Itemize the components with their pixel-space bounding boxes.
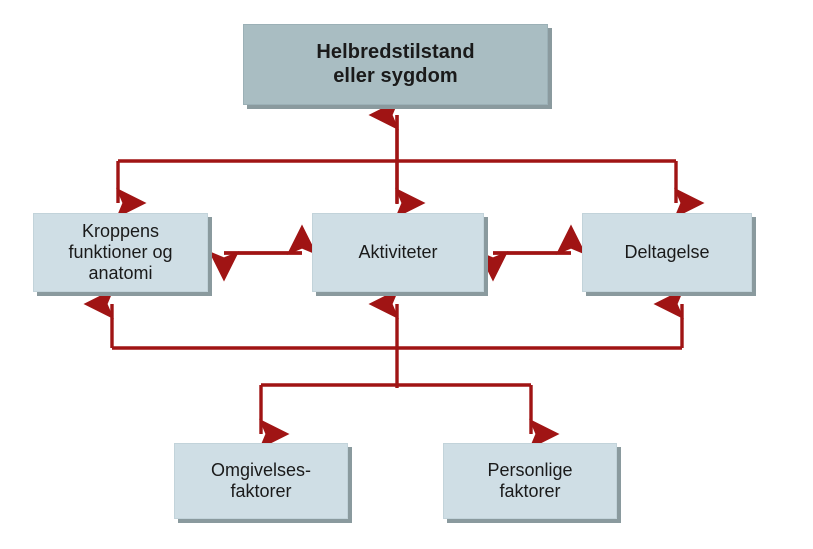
node-body-functions[interactable]: Kroppens funktioner og anatomi: [33, 213, 208, 292]
node-environmental-factors[interactable]: Omgivelses- faktorer: [174, 443, 348, 519]
node-activities[interactable]: Aktiviteter: [312, 213, 484, 292]
node-personal-factors[interactable]: Personlige faktorer: [443, 443, 617, 519]
node-participation-label: Deltagelse: [624, 241, 710, 262]
node-environmental-factors-label: Omgivelses- faktorer: [210, 459, 312, 501]
node-participation[interactable]: Deltagelse: [582, 213, 752, 292]
node-personal-factors-label: Personlige faktorer: [487, 459, 573, 501]
node-activities-label: Aktiviteter: [358, 241, 438, 262]
node-health-condition[interactable]: Helbredstilstand eller sygdom: [243, 24, 548, 105]
node-health-condition-label: Helbredstilstand eller sygdom: [316, 40, 475, 87]
node-body-functions-label: Kroppens funktioner og anatomi: [68, 220, 173, 284]
